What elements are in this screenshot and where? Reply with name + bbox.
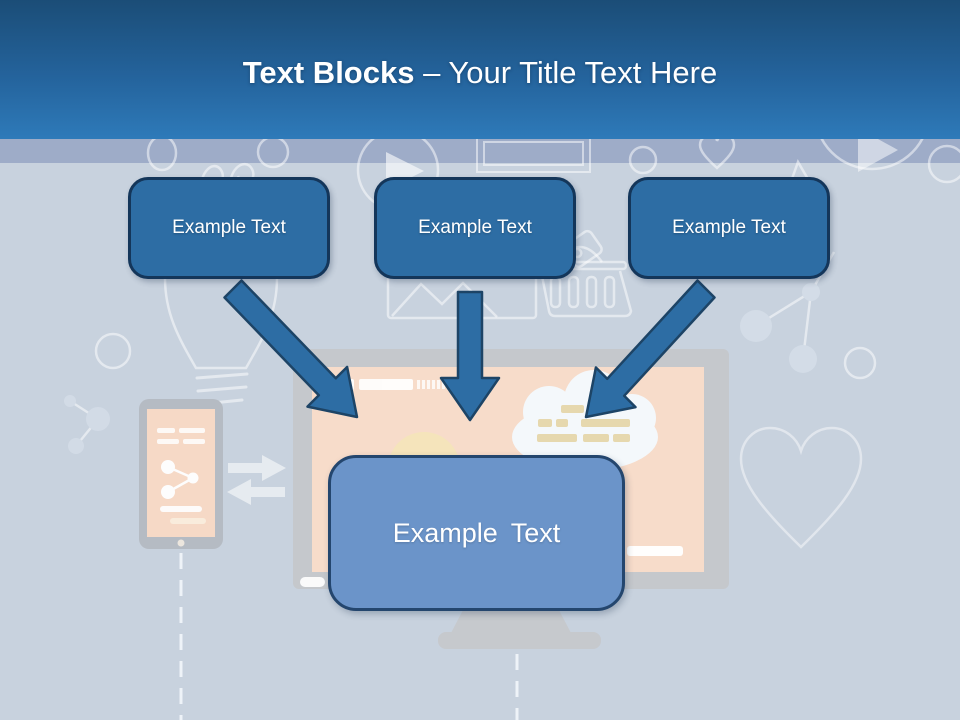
text-block-3[interactable]: Example Text	[628, 177, 830, 279]
circle-icon	[927, 144, 960, 184]
title-separator: –	[423, 54, 441, 90]
header-banner: Text Blocks – Your Title Text Here	[0, 0, 960, 139]
share-icon	[161, 460, 199, 499]
circle-icon	[628, 145, 658, 175]
center-text-block-label: Example Text	[392, 517, 561, 548]
title-regular-segment: Your Title Text Here	[448, 54, 718, 90]
circle-icon	[94, 332, 132, 370]
circle-icon	[256, 135, 290, 169]
browser-window-icon	[476, 134, 591, 173]
page-title[interactable]: Text Blocks – Your Title Text Here	[243, 49, 717, 91]
text-block-2[interactable]: Example Text	[374, 177, 576, 279]
title-bold-segment: Text Blocks	[242, 54, 415, 90]
smartphone-icon	[139, 399, 223, 720]
molecule-icon	[740, 251, 877, 380]
text-block-1[interactable]: Example Text	[128, 177, 330, 279]
heart-icon	[739, 426, 863, 549]
molecule-icon	[64, 395, 110, 454]
header-sub-band	[0, 139, 960, 163]
heart-small-icon	[698, 133, 736, 170]
center-text-block[interactable]: Example Text	[328, 455, 625, 611]
text-block-2-label: Example Text	[418, 217, 532, 238]
exchange-arrows-icon	[227, 455, 286, 505]
text-block-1-label: Example Text	[172, 217, 286, 238]
oval-icon	[146, 134, 178, 172]
text-block-3-label: Example Text	[672, 217, 786, 238]
